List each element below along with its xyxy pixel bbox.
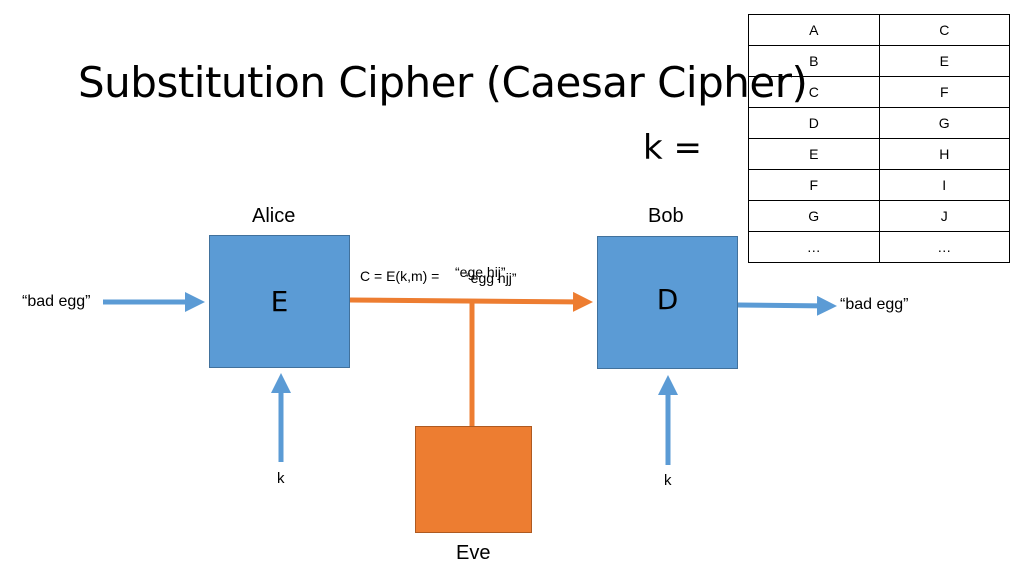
plain-letter-cell: A — [748, 14, 880, 46]
bob-decrypt-box: D — [597, 236, 738, 369]
plain-letter-cell: C — [748, 76, 880, 108]
plain-letter-cell: E — [748, 138, 880, 170]
plaintext-input-label: “bad egg” — [22, 293, 91, 310]
plain-letter-cell: … — [748, 231, 880, 263]
cipher-letter-cell: C — [878, 14, 1010, 46]
alice-encrypt-box: E — [209, 235, 350, 368]
ciphertext-text-a: “ege hij” — [455, 264, 506, 280]
eve-label: Eve — [456, 542, 491, 564]
alice-key-label: k — [277, 470, 285, 487]
plaintext-output-label: “bad egg” — [840, 296, 909, 313]
plaintext-output-arrow — [737, 295, 837, 316]
ciphertext-text-b: “egg hjj” — [466, 270, 517, 286]
eve-box — [415, 426, 532, 533]
slide-title: Substitution Cipher (Caesar Cipher) — [78, 58, 808, 107]
cipher-letter-cell: J — [878, 200, 1010, 232]
bob-key-label: k — [664, 472, 672, 489]
cipher-letter-cell: I — [878, 169, 1010, 201]
plain-letter-cell: G — [748, 200, 880, 232]
decrypt-letter: D — [656, 283, 679, 316]
encrypt-letter: E — [270, 285, 289, 318]
alice-label: Alice — [252, 205, 296, 227]
cipher-equation-label: C = E(k,m) = — [360, 268, 440, 284]
cipher-letter-cell: … — [878, 231, 1010, 263]
cipher-letter-cell: H — [878, 138, 1010, 170]
cipher-letter-cell: E — [878, 45, 1010, 77]
ciphertext-channel-arrow — [349, 291, 593, 312]
table-row: …… — [748, 231, 1010, 263]
bob-label: Bob — [648, 205, 684, 227]
key-variable-label: k = — [643, 128, 702, 168]
